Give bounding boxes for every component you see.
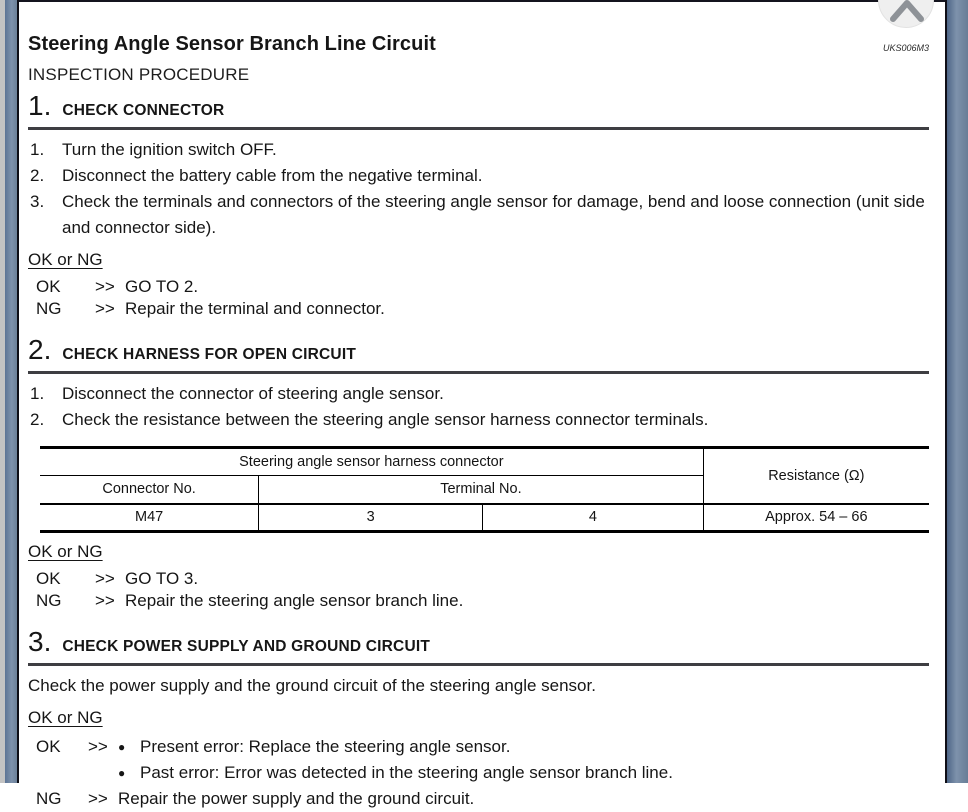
- result-label-spacer: [36, 760, 88, 786]
- bullet-icon: ●: [118, 740, 126, 754]
- step-number: 3.: [30, 192, 45, 211]
- bullet-icon: ●: [118, 766, 126, 780]
- table-connector-header: Connector No.: [40, 475, 260, 505]
- result-arrow: >>: [95, 277, 115, 296]
- result-arrow: >>: [88, 737, 108, 756]
- step-item: 1. Turn the ignition switch OFF.: [28, 137, 929, 163]
- step-text: Check the resistance between the steerin…: [62, 410, 709, 429]
- section-3-heading: 3. CHECK POWER SUPPLY AND GROUND CIRCUIT: [28, 626, 929, 658]
- window-frame-top: [0, 0, 968, 2]
- result-row-ok: OK >> ● Present error: Replace the steer…: [28, 734, 929, 760]
- section-number: 2.: [28, 334, 52, 365]
- chevron-up-icon: [879, 0, 933, 29]
- result-arrow: >>: [95, 298, 115, 318]
- table-cell-resistance: Approx. 54 – 66: [765, 509, 868, 526]
- page-title: Steering Angle Sensor Branch Line Circui…: [28, 33, 436, 55]
- section-2-heading: 2. CHECK HARNESS FOR OPEN CIRCUIT: [28, 334, 929, 366]
- procedure-subtitle: INSPECTION PROCEDURE: [28, 65, 250, 84]
- result-row-ng: NG >> Repair the power supply and the gr…: [28, 786, 929, 812]
- result-arrow: >>: [95, 569, 115, 588]
- result-row-ok: OK >> GO TO 2.: [28, 276, 929, 298]
- section-1-heading: 1. CHECK CONNECTOR: [28, 90, 929, 122]
- window-frame-right-bar: [947, 0, 968, 783]
- result-arrow: >>: [95, 590, 115, 610]
- table-resistance-header: Resistance (Ω): [703, 447, 929, 505]
- section-title: CHECK POWER SUPPLY AND GROUND CIRCUIT: [62, 638, 431, 655]
- table-group-header: Steering angle sensor harness connector: [40, 447, 704, 476]
- resistance-spec-table: Steering angle sensor harness connector …: [40, 446, 929, 533]
- table-terminal-header: Terminal No.: [258, 475, 704, 505]
- step-text: Disconnect the connector of steering ang…: [62, 384, 444, 403]
- scroll-top-button[interactable]: [878, 0, 934, 28]
- result-text: Repair the terminal and connector.: [125, 298, 385, 318]
- result-label: OK: [36, 737, 61, 756]
- document-header: Steering Angle Sensor Branch Line Circui…: [28, 33, 929, 56]
- section-number: 1.: [28, 90, 52, 121]
- step-number: 2.: [30, 410, 45, 429]
- result-row-ok: OK >> GO TO 3.: [28, 568, 929, 590]
- result-label: OK: [36, 277, 61, 296]
- window-frame-right-line: [945, 0, 947, 783]
- section-1-steps: 1. Turn the ignition switch OFF. 2. Disc…: [28, 137, 929, 241]
- result-text: Repair the power supply and the ground c…: [118, 789, 475, 808]
- step-number: 1.: [30, 384, 45, 403]
- step-text: Turn the ignition switch OFF.: [62, 140, 277, 159]
- result-label: OK: [36, 569, 61, 588]
- section-divider: [28, 127, 929, 130]
- result-arrow: >>: [88, 789, 108, 808]
- result-label: NG: [36, 298, 62, 318]
- result-row-ok-continued: ● Past error: Error was detected in the …: [28, 760, 929, 786]
- section-title: CHECK CONNECTOR: [62, 102, 225, 119]
- result-row-ng: NG >> Repair the terminal and connector.: [28, 298, 929, 320]
- result-text: GO TO 2.: [125, 277, 199, 296]
- step-item: 2. Check the resistance between the stee…: [28, 407, 929, 433]
- step-item: 2. Disconnect the battery cable from the…: [28, 163, 929, 189]
- window-frame-left-bar: [5, 0, 17, 783]
- result-text: Present error: Replace the steering angl…: [140, 737, 511, 756]
- step-item: 3. Check the terminals and connectors of…: [28, 189, 929, 241]
- result-row-ng: NG >> Repair the steering angle sensor b…: [28, 590, 929, 612]
- section-1-results: OK >> GO TO 2. NG >> Repair the terminal…: [28, 276, 929, 319]
- section-number: 3.: [28, 626, 52, 657]
- step-number: 2.: [30, 166, 45, 185]
- section-3-results: OK >> ● Present error: Replace the steer…: [28, 734, 929, 812]
- document-page: Steering Angle Sensor Branch Line Circui…: [19, 2, 945, 808]
- window-frame-left-line: [17, 0, 19, 783]
- step-item: 1. Disconnect the connector of steering …: [28, 381, 929, 407]
- step-text: Check the terminals and connectors of th…: [62, 192, 925, 237]
- result-text: Past error: Error was detected in the st…: [140, 763, 673, 782]
- section-2-results: OK >> GO TO 3. NG >> Repair the steering…: [28, 568, 929, 611]
- section-divider: [28, 371, 929, 374]
- result-text: GO TO 3.: [125, 569, 199, 588]
- table-cell-terminal-a: 3: [258, 503, 484, 532]
- step-text: Disconnect the battery cable from the ne…: [62, 166, 483, 185]
- section-divider: [28, 663, 929, 666]
- table-cell-terminal-b: 4: [482, 503, 704, 532]
- section-3-paragraph: Check the power supply and the ground ci…: [28, 676, 596, 695]
- window-frame-left-outer: [0, 0, 5, 783]
- table-cell-connector: M47: [40, 503, 260, 532]
- ok-or-ng-label: OK or NG: [28, 708, 103, 727]
- ok-or-ng-label: OK or NG: [28, 250, 103, 269]
- result-label: NG: [36, 590, 62, 610]
- step-number: 1.: [30, 140, 45, 159]
- section-2-steps: 1. Disconnect the connector of steering …: [28, 381, 929, 433]
- result-text: Repair the steering angle sensor branch …: [125, 590, 464, 610]
- result-arrow-spacer: [88, 760, 118, 786]
- ok-or-ng-label: OK or NG: [28, 542, 103, 561]
- section-title: CHECK HARNESS FOR OPEN CIRCUIT: [62, 346, 356, 363]
- document-code: UKS006M3: [882, 42, 929, 53]
- result-label: NG: [36, 789, 62, 808]
